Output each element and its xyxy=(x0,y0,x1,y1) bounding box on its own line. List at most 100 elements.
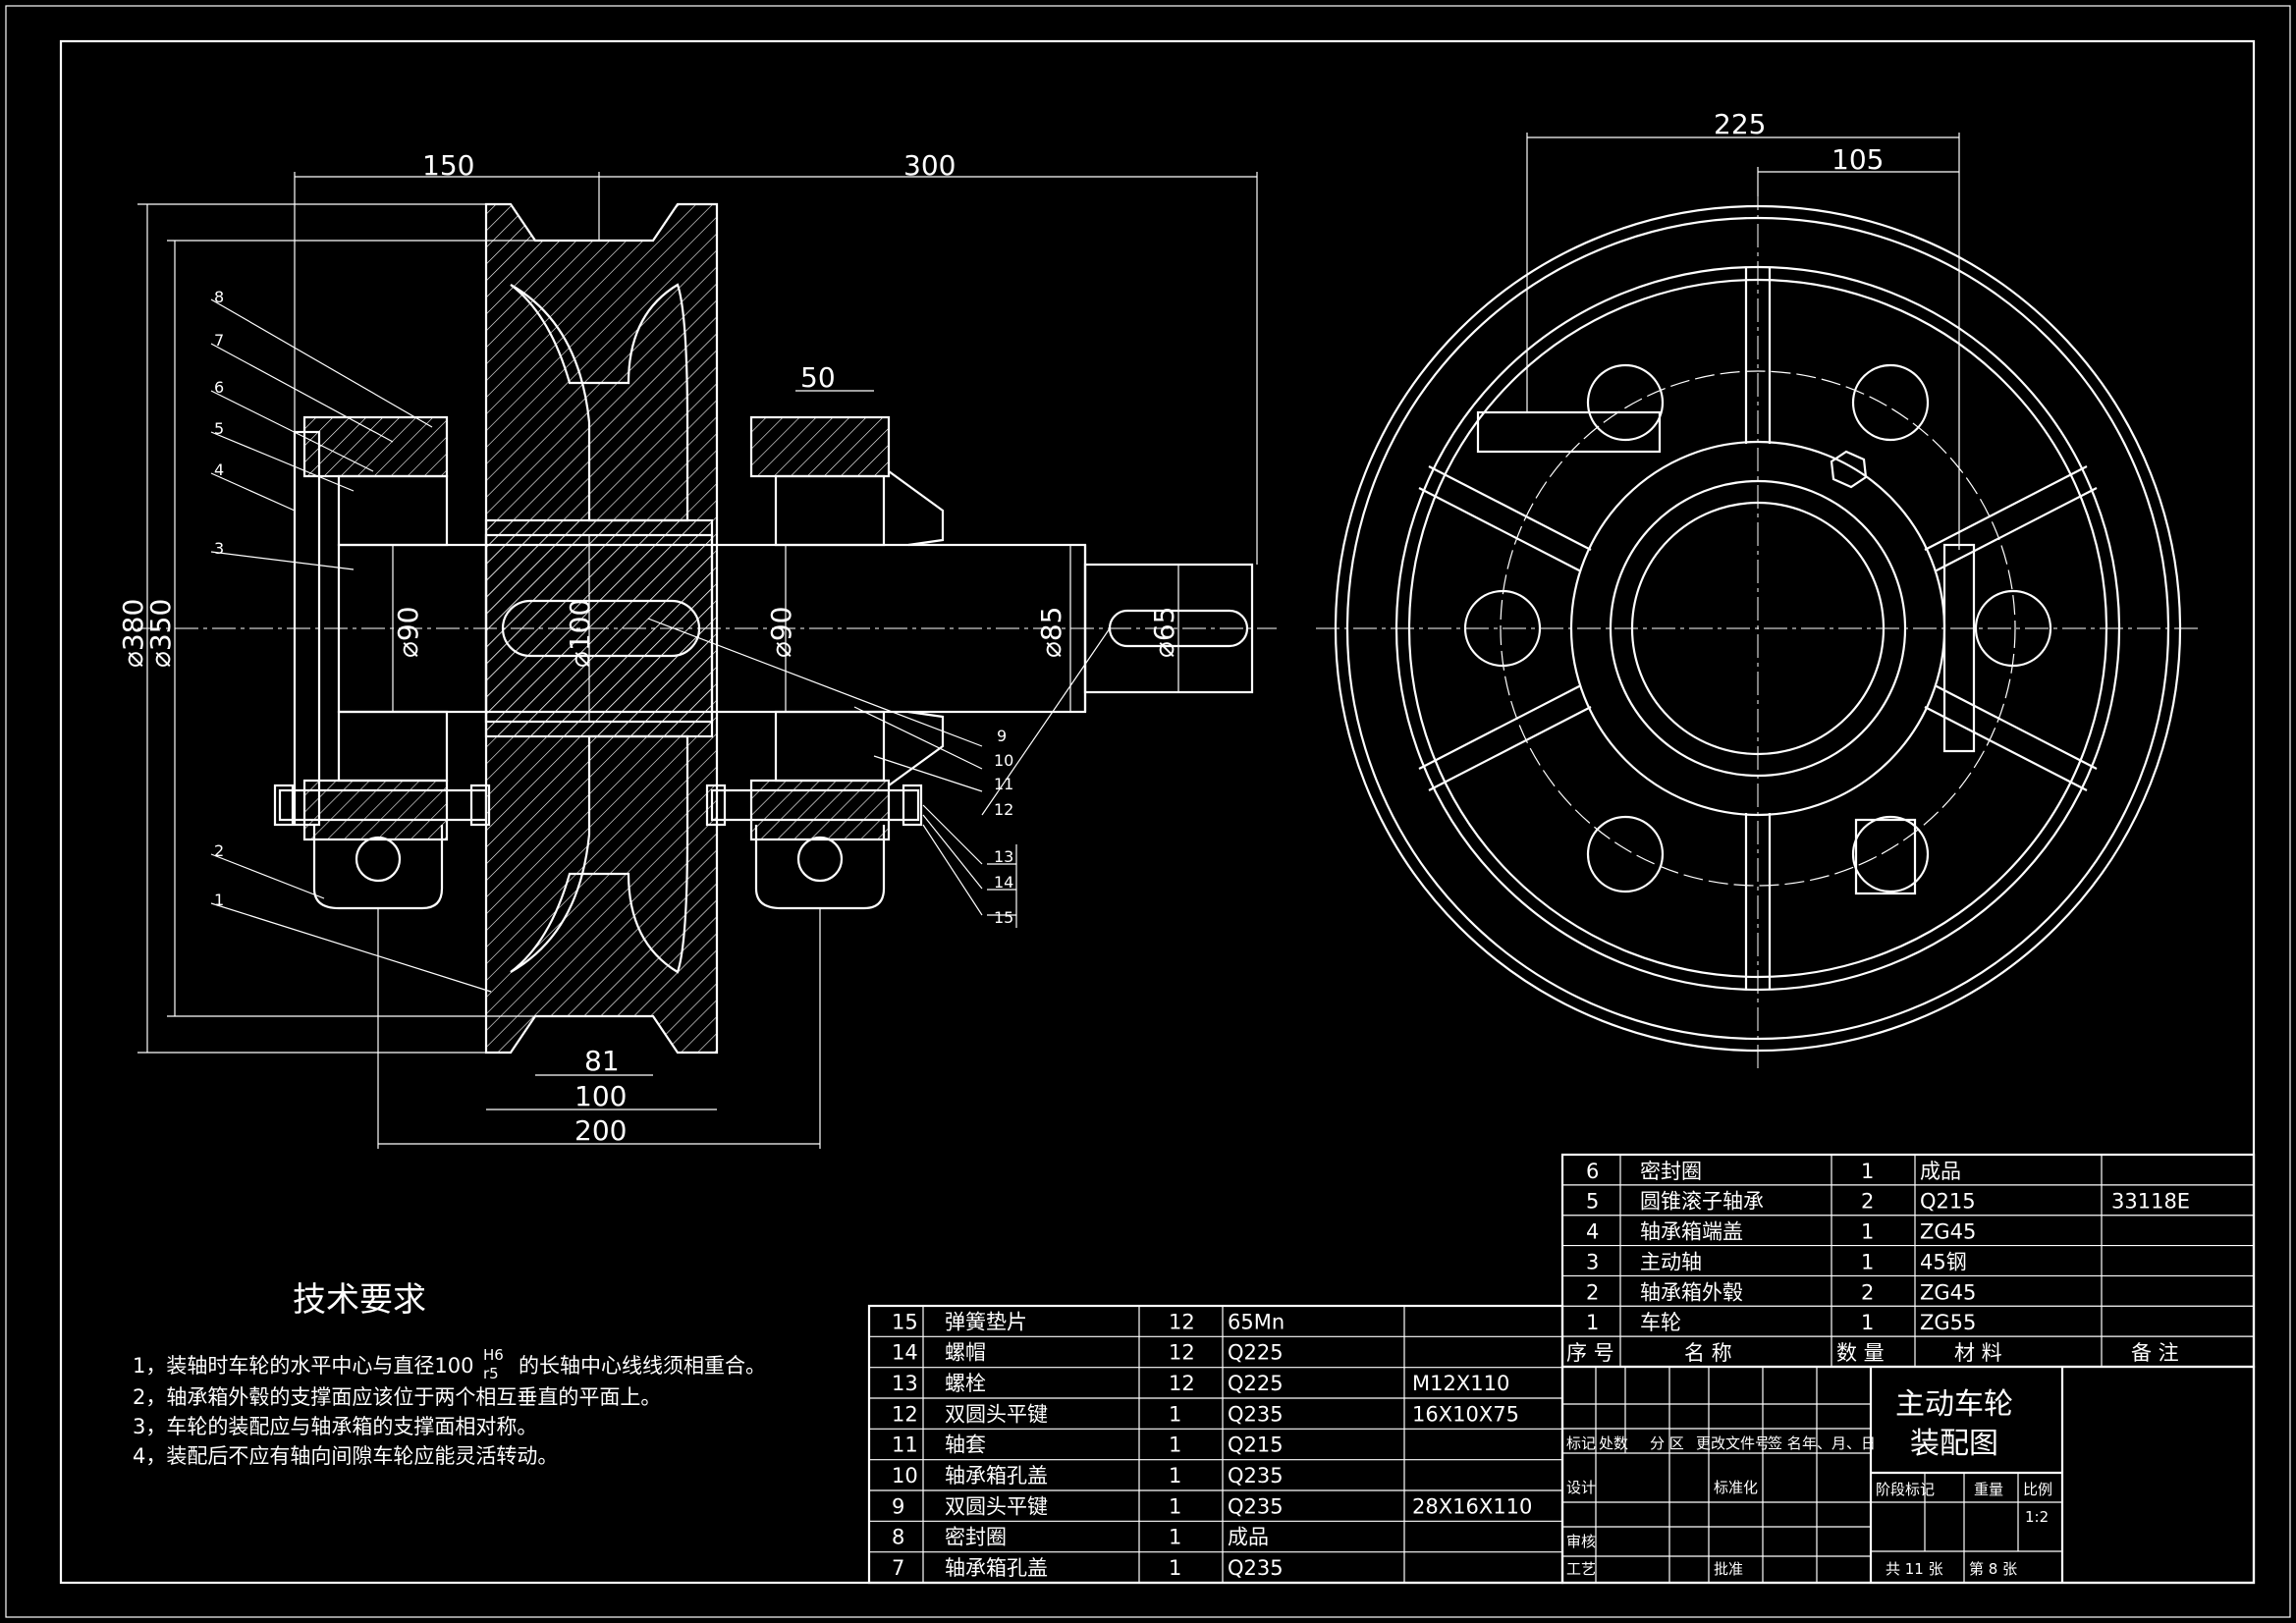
bom-row-material: 成品 xyxy=(1920,1160,1961,1183)
bom-row-name: 轴承箱外毂 xyxy=(1640,1280,1743,1304)
bom-row-material: ZG45 xyxy=(1920,1280,1976,1304)
section-view: 150 300 50 81 100 200 ⌀380 ⌀350 ⌀90 ⌀100… xyxy=(117,149,1277,1149)
bom-header-material: 材 料 xyxy=(1954,1341,2002,1365)
bom-row-name: 双圆头平键 xyxy=(945,1402,1048,1426)
requirement-2: 2，轴承箱外毂的支撑面应该位于两个相互垂直的平面上。 xyxy=(133,1385,661,1409)
tb-review: 审核 xyxy=(1566,1533,1596,1550)
dim-dia65: ⌀65 xyxy=(1148,607,1180,659)
bom-row-qty: 1 xyxy=(1169,1494,1181,1518)
balloon-15: 15 xyxy=(994,908,1013,927)
bom-row-material: Q215 xyxy=(1228,1434,1284,1457)
tb-date: 年、月、日 xyxy=(1802,1434,1876,1452)
tb-sheets: 共 11 张 xyxy=(1886,1560,1943,1578)
tb-design: 设计 xyxy=(1566,1479,1596,1496)
bom-row-no: 3 xyxy=(1586,1250,1599,1273)
bom-row-qty: 1 xyxy=(1861,1220,1874,1244)
tb-stage: 阶段标记 xyxy=(1876,1481,1935,1498)
bom-header-note: 备 注 xyxy=(2131,1341,2179,1365)
bom-row-name: 密封圈 xyxy=(945,1526,1007,1549)
bom-row-note: 28X16X110 xyxy=(1412,1494,1532,1518)
dim-dia90-left: ⌀90 xyxy=(392,607,424,659)
bom-row-no: 9 xyxy=(892,1494,904,1518)
bom-header-name: 名 称 xyxy=(1684,1341,1732,1365)
tb-weight: 重量 xyxy=(1974,1481,2003,1498)
bom-row-name: 轴套 xyxy=(945,1434,986,1457)
bom-row-qty: 2 xyxy=(1861,1190,1874,1214)
dim-81: 81 xyxy=(584,1045,620,1077)
bom-row-no: 2 xyxy=(1586,1280,1599,1304)
bom-row-no: 14 xyxy=(892,1341,918,1365)
balloon-14: 14 xyxy=(994,873,1013,892)
bom-row-no: 5 xyxy=(1586,1190,1599,1214)
bom-row-no: 13 xyxy=(892,1372,918,1395)
bom-row-name: 车轮 xyxy=(1640,1311,1681,1334)
bom-row-qty: 1 xyxy=(1861,1311,1874,1334)
dim-dia350: ⌀350 xyxy=(144,599,177,668)
tb-process: 工艺 xyxy=(1566,1560,1596,1578)
bom-row-qty: 12 xyxy=(1169,1310,1195,1333)
bom-row-material: Q235 xyxy=(1228,1402,1284,1426)
bom-row-name: 轴承箱端盖 xyxy=(1640,1220,1743,1244)
dim-dia380: ⌀380 xyxy=(117,599,149,668)
bom-row-qty: 1 xyxy=(1169,1556,1181,1580)
tb-approve: 批准 xyxy=(1714,1560,1743,1578)
dim-dia85: ⌀85 xyxy=(1035,607,1067,659)
bom-row-material: 65Mn xyxy=(1228,1310,1285,1333)
balloon-7: 7 xyxy=(214,331,224,350)
bom-row-material: Q225 xyxy=(1228,1341,1284,1365)
balloon-6: 6 xyxy=(214,378,224,397)
bom-row-name: 主动轴 xyxy=(1640,1250,1702,1273)
balloon-8: 8 xyxy=(214,288,224,306)
balloon-1: 1 xyxy=(214,891,224,909)
tb-scale-label: 比例 xyxy=(2023,1481,2052,1498)
requirement-1: 1，装轴时车轮的水平中心与直径100 xyxy=(133,1354,473,1378)
bom-row-no: 10 xyxy=(892,1464,918,1488)
dim-150: 150 xyxy=(422,149,474,182)
dim-200: 200 xyxy=(574,1114,627,1147)
balloon-10: 10 xyxy=(994,751,1013,770)
tb-standard: 标准化 xyxy=(1714,1479,1758,1496)
balloon-4: 4 xyxy=(214,460,224,479)
bom-row-material: Q235 xyxy=(1228,1556,1284,1580)
dim-dia100: ⌀100 xyxy=(564,599,596,668)
bom-row-qty: 12 xyxy=(1169,1372,1195,1395)
balloon-5: 5 xyxy=(214,419,224,438)
dim-50: 50 xyxy=(800,361,836,394)
drawing-title-2: 装配图 xyxy=(1910,1427,1998,1461)
bom-row-note: 16X10X75 xyxy=(1412,1402,1519,1426)
bom-row-name: 螺栓 xyxy=(945,1372,986,1395)
bom-row-qty: 1 xyxy=(1169,1402,1181,1426)
bom-row-material: 成品 xyxy=(1228,1526,1269,1549)
balloon-9: 9 xyxy=(997,727,1007,745)
tb-sign: 签 名 xyxy=(1768,1434,1802,1452)
bom-row-material: ZG45 xyxy=(1920,1220,1976,1244)
bom-row-name: 螺帽 xyxy=(945,1341,986,1365)
bom-row-no: 12 xyxy=(892,1402,918,1426)
dim-105: 105 xyxy=(1831,143,1884,176)
bom-row-name: 密封圈 xyxy=(1640,1160,1702,1183)
dim-dia90-right: ⌀90 xyxy=(765,607,797,659)
tb-change: 更改文件号 xyxy=(1696,1434,1770,1452)
bom-row-qty: 2 xyxy=(1861,1280,1874,1304)
balloon-11: 11 xyxy=(994,775,1013,793)
bom-header-no: 序 号 xyxy=(1566,1341,1614,1365)
balloon-13: 13 xyxy=(994,847,1013,866)
bom-header-qty: 数 量 xyxy=(1836,1341,1885,1365)
bom-row-no: 1 xyxy=(1586,1311,1599,1334)
bom-row-name: 圆锥滚子轴承 xyxy=(1640,1190,1764,1214)
bom-row-no: 15 xyxy=(892,1310,918,1333)
bom-row-name: 弹簧垫片 xyxy=(945,1310,1027,1333)
tb-mark: 标记 xyxy=(1566,1434,1596,1452)
bom-row-material: Q235 xyxy=(1228,1464,1284,1488)
bom-row-name: 轴承箱孔盖 xyxy=(945,1556,1048,1580)
end-view: 225 105 xyxy=(1316,108,2200,1070)
bom-row-material: Q225 xyxy=(1228,1372,1284,1395)
dim-100: 100 xyxy=(574,1080,627,1112)
bom-row-note: M12X110 xyxy=(1412,1372,1509,1395)
requirements-heading: 技术要求 xyxy=(293,1280,426,1320)
bom-row-no: 6 xyxy=(1586,1160,1599,1183)
bom-row-note: 33118E xyxy=(2111,1190,2190,1214)
